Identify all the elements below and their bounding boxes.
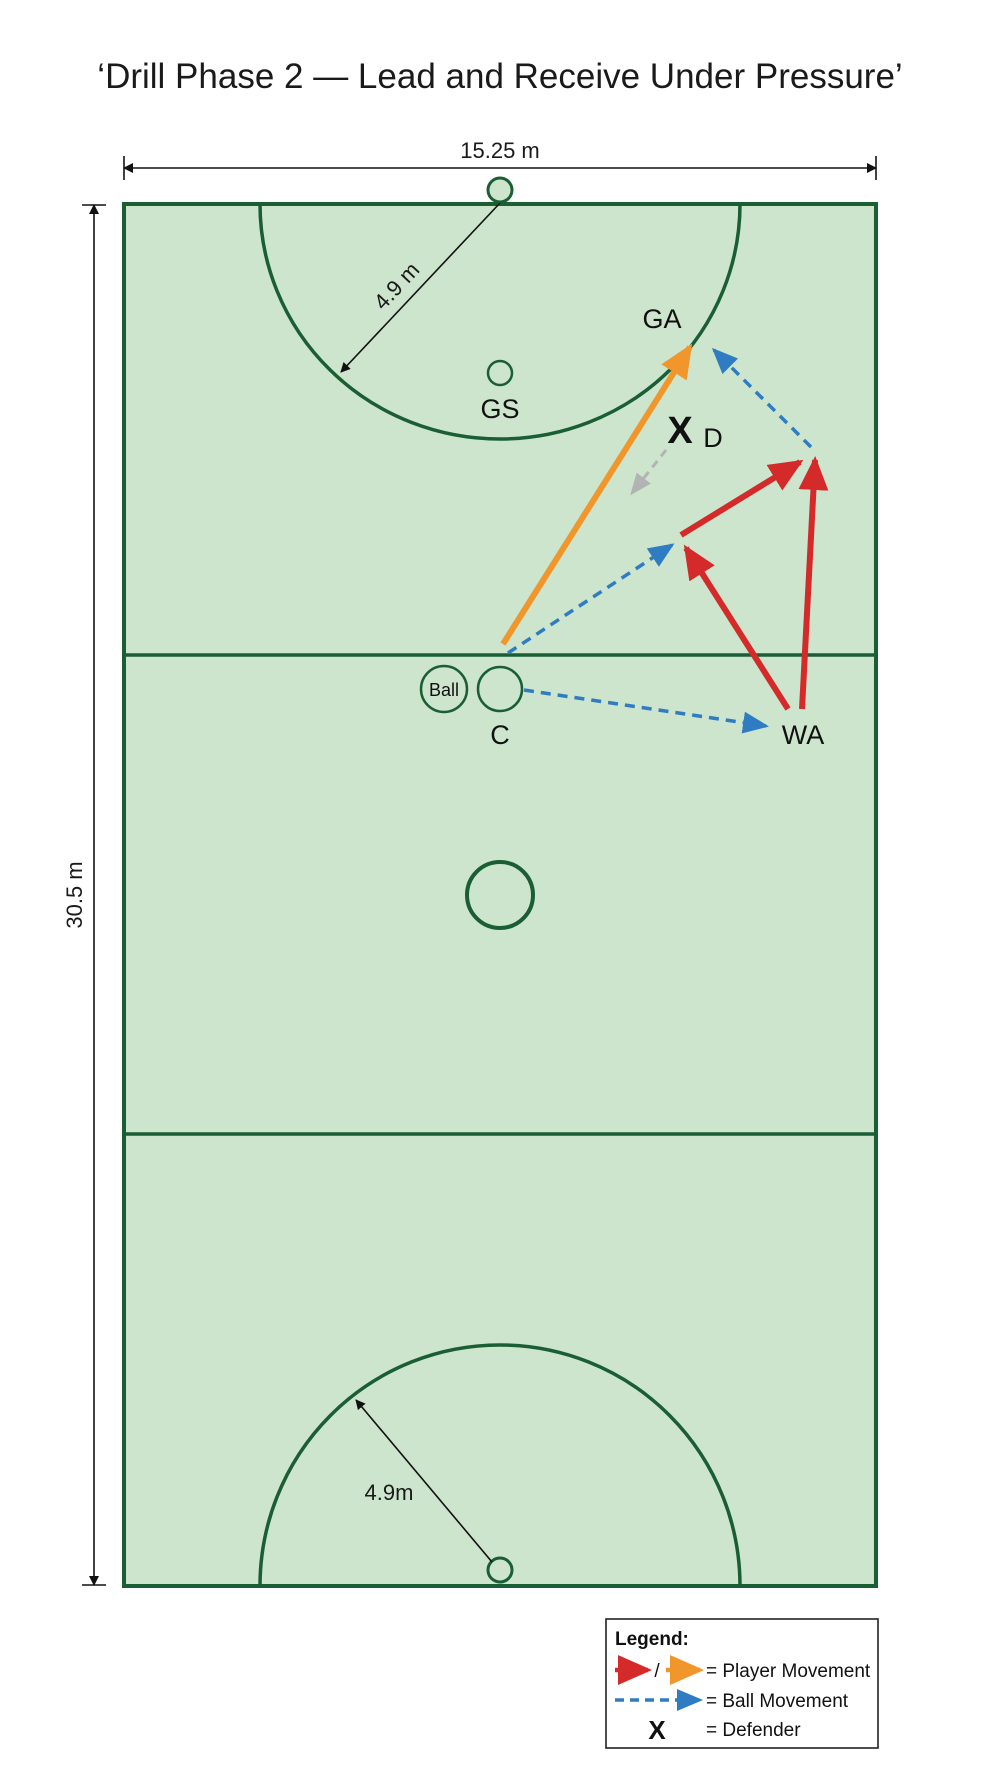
gs-marker (486, 359, 514, 387)
court-surface (122, 202, 878, 1588)
c-run-to-ga-arrow (500, 343, 693, 646)
ball-marker (419, 664, 469, 714)
legend: Legend: / = Player Movement = Ball Movem… (605, 1618, 879, 1749)
length-label: 30.5 m (62, 861, 87, 928)
width-dimension: 15.25 m (123, 138, 877, 180)
wa-label: WA (782, 720, 825, 750)
legend-title: Legend: (615, 1629, 689, 1650)
movement-arrows (500, 343, 829, 734)
centre-circle (465, 860, 535, 930)
wa-drive-arrow (798, 456, 829, 710)
c-label: C (490, 720, 510, 750)
ball-pass-c-to-wa (523, 688, 769, 734)
wa-cut-arrow (679, 459, 804, 538)
ga-label: GA (642, 304, 681, 334)
bottom-goal-post (486, 1556, 514, 1584)
defender-label: D (703, 423, 723, 453)
length-dimension: 30.5 m (62, 204, 106, 1586)
legend-ball-movement: = Ball Movement (706, 1691, 849, 1712)
legend-player-movement: = Player Movement (706, 1661, 871, 1682)
ball-label: Ball (429, 680, 459, 700)
legend-defender-mark: X (648, 1715, 666, 1745)
gs-player: GS (480, 359, 520, 424)
bottom-shooting-circle (258, 1343, 742, 1587)
ball-pass-to-ga (711, 347, 813, 449)
gs-label: GS (480, 394, 519, 424)
defender: X D (667, 410, 722, 453)
bottom-radius-label: 4.9m (365, 1480, 414, 1505)
legend-player-separator: / (654, 1661, 660, 1682)
top-goal-post (486, 176, 514, 204)
width-label: 15.25 m (460, 138, 540, 163)
wa-lead-arrow (683, 544, 791, 711)
c-player: C (476, 665, 524, 750)
legend-defender: = Defender (706, 1720, 801, 1741)
defender-movement-arrow (630, 449, 668, 496)
netball-court (122, 176, 878, 1588)
defender-mark: X (667, 410, 693, 452)
ball: Ball (419, 664, 469, 714)
bottom-radius-marker: 4.9m (355, 1399, 493, 1563)
top-shooting-circle (258, 203, 742, 441)
c-marker (476, 665, 524, 713)
diagram-title: ‘Drill Phase 2 — Lead and Receive Under … (97, 57, 902, 96)
